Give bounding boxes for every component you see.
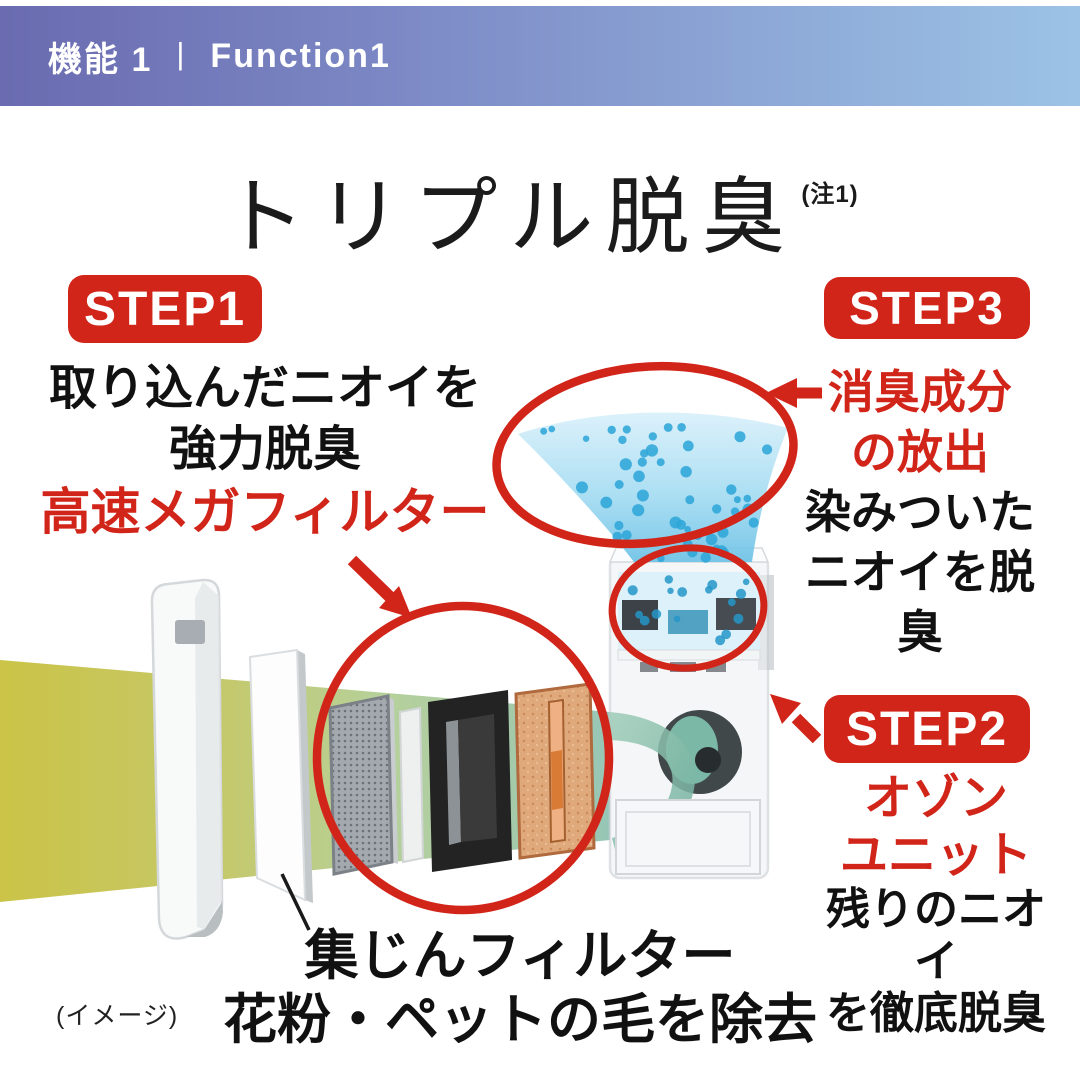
filter-pointer-line (280, 873, 311, 931)
step2-feature-line2: ユニット (839, 829, 1032, 882)
banner-label-ja: 機能 1 (48, 40, 153, 79)
highlight-ellipse-spray (492, 361, 798, 549)
step3-desc-line1: 染みついた (805, 486, 1035, 538)
arrow-left-icon (766, 378, 822, 408)
banner-label-en: Function1 (210, 36, 391, 75)
step2-badge: STEP2 (824, 695, 1030, 763)
step3-feature-line1: 消臭成分 (828, 366, 1012, 418)
front-panel (150, 578, 224, 940)
step3-badge: STEP3 (824, 277, 1030, 339)
dust-filter-label-line2: 花粉・ペットの毛を除去 (223, 990, 817, 1050)
dust-filter-label: 集じんフィルター 花粉・ペットの毛を除去 (180, 924, 860, 1052)
main-unit (608, 547, 774, 880)
ozone-filter (514, 682, 596, 860)
dust-filter-label-line1: 集じんフィルター (304, 926, 736, 986)
highlight-ellipse-unit-top (608, 544, 768, 672)
image-caption: (イメージ) (56, 1002, 179, 1030)
step1-badge: STEP1 (68, 275, 262, 343)
step1-text-block: 取り込んだニオイを 強力脱臭 高速メガフィルター (25, 358, 505, 544)
step1-desc-line1: 取り込んだニオイを (48, 362, 481, 415)
step1-feature: 高速メガフィルター (40, 484, 490, 540)
mesh-filter (328, 694, 398, 876)
banner-separator: | (176, 36, 187, 71)
step2-desc-line1: 残りのニオイ (826, 885, 1046, 986)
function-banner: 機能 1 | Function1 (0, 6, 1080, 106)
step2-desc-line2: を徹底脱臭 (826, 989, 1046, 1038)
arrow-up-left-icon (770, 694, 822, 744)
panel-handle (175, 620, 205, 644)
title-footnote: (注1) (801, 181, 859, 208)
step3-text-block: 消臭成分 の放出 染みついた ニオイを脱臭 (792, 362, 1048, 662)
step2-text-block: オゾン ユニット 残りのニオイ を徹底脱臭 (816, 770, 1056, 1040)
title-block: トリプル脱臭(注1) (0, 150, 1080, 271)
thin-filter (398, 706, 425, 864)
highlight-circle-filters (312, 601, 614, 915)
deodorizing-filter (428, 690, 512, 872)
step3-desc-line2: ニオイを脱臭 (805, 546, 1035, 658)
dust-filter-sheet (248, 648, 313, 903)
step2-feature-line1: オゾン (863, 772, 1008, 825)
interior-particles (627, 575, 750, 646)
page-title: トリプル脱臭 (221, 168, 798, 266)
step3-feature-line2: の放出 (851, 426, 989, 478)
arrow-down-right-icon (347, 555, 412, 618)
spray-particles (540, 423, 773, 563)
step1-desc-line2: 強力脱臭 (168, 423, 361, 476)
